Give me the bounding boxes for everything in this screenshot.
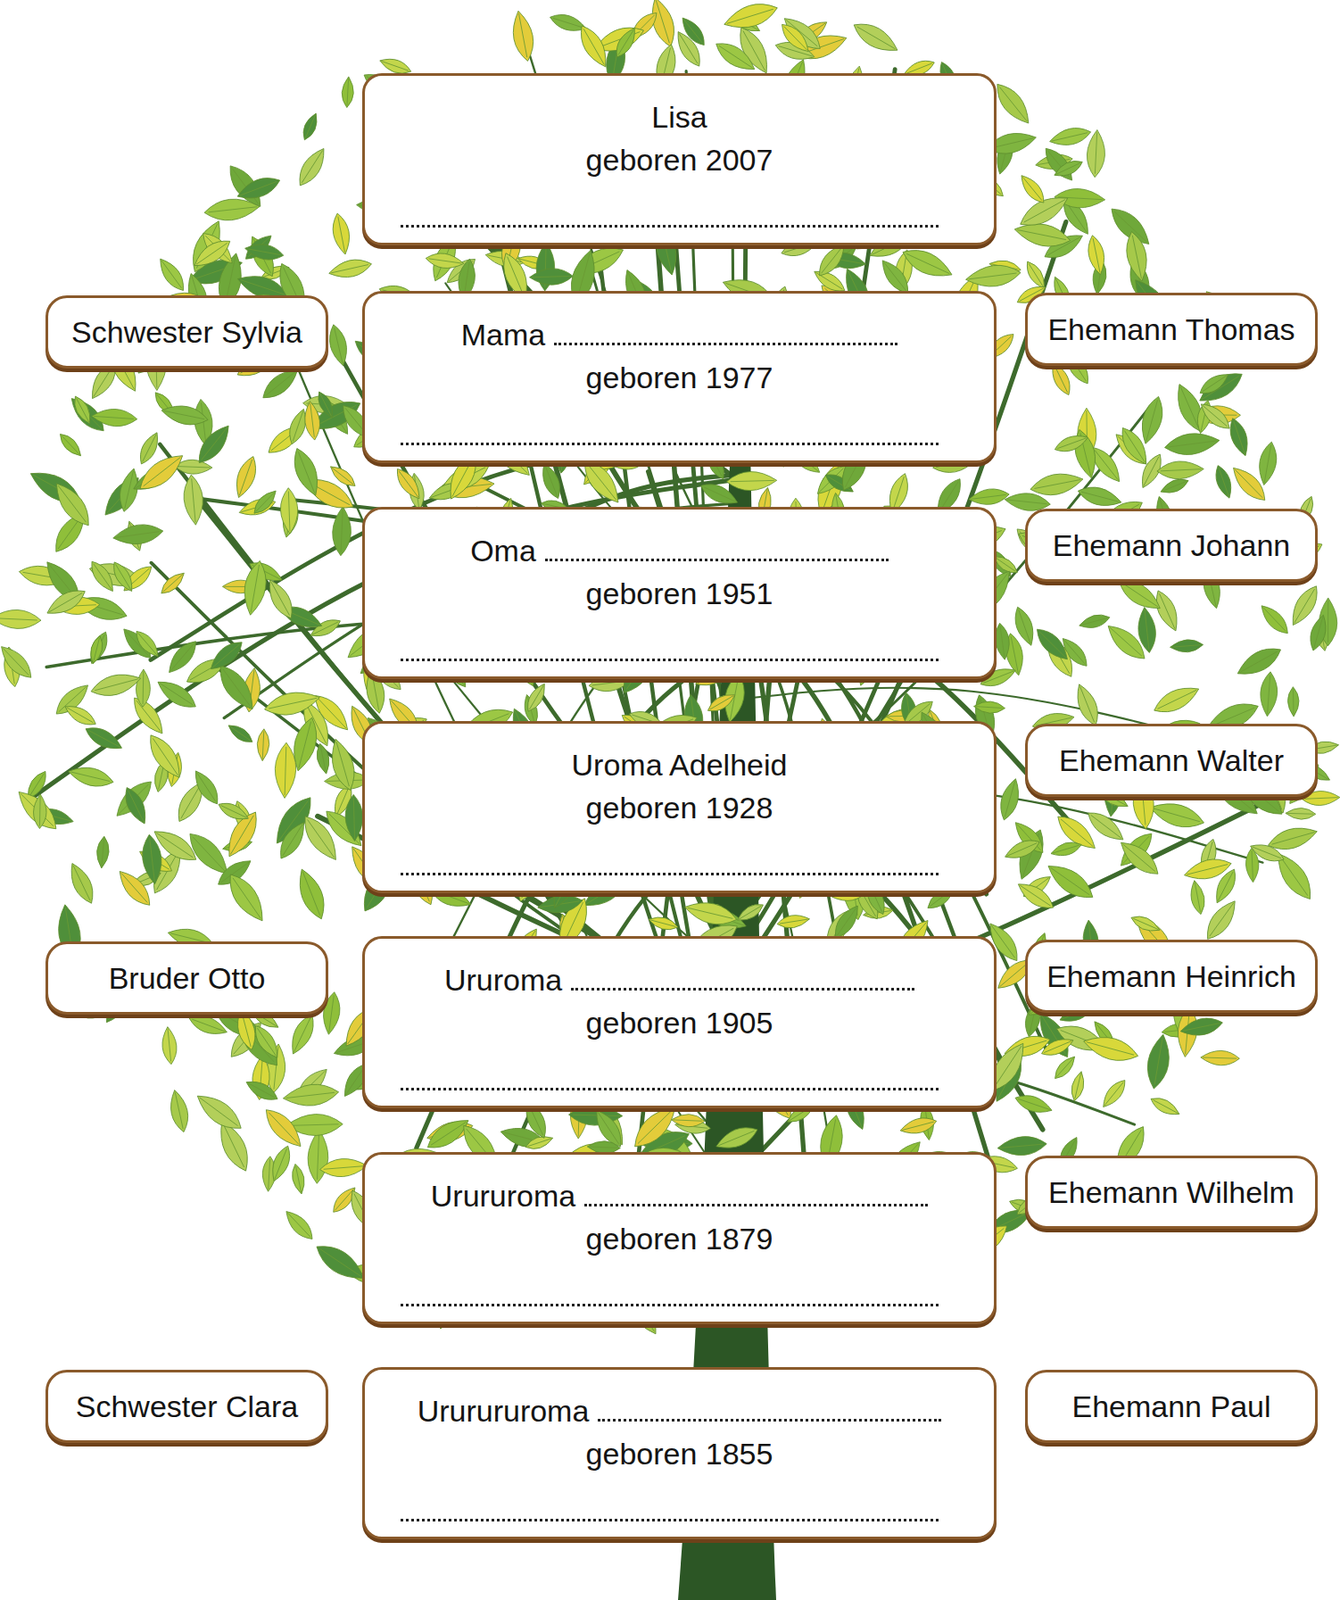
- leaf: [1075, 482, 1124, 511]
- leaf: [996, 1133, 1048, 1158]
- leaf: [1071, 680, 1104, 728]
- leaf: [299, 111, 322, 143]
- leaf: [1148, 1092, 1183, 1119]
- leaf: [849, 16, 902, 59]
- leaf: [1068, 1069, 1087, 1102]
- leaf: [292, 865, 331, 923]
- leaf: [65, 859, 100, 907]
- leaf: [289, 1162, 308, 1195]
- leaf: [1098, 1075, 1130, 1111]
- leaf: [1163, 430, 1221, 458]
- leaf: [1077, 611, 1111, 631]
- leaf: [508, 8, 538, 63]
- leaf: [166, 1088, 192, 1134]
- leaf: [1050, 1052, 1079, 1083]
- leaf: [0, 608, 42, 630]
- leaf: [325, 322, 351, 368]
- leaf: [990, 78, 1036, 130]
- leaf: [273, 742, 297, 799]
- leaf: [1256, 440, 1281, 488]
- leaf: [1136, 394, 1167, 447]
- leaf: [529, 267, 573, 286]
- leaf: [1028, 469, 1085, 500]
- leaf: [306, 1128, 330, 1183]
- leaf: [154, 254, 190, 295]
- leaf: [135, 429, 164, 467]
- leaf: [88, 669, 143, 702]
- leaf: [1200, 1050, 1241, 1067]
- leaf: [330, 211, 354, 256]
- leaf: [1188, 878, 1208, 916]
- leaf: [95, 835, 110, 869]
- leaf: [1150, 587, 1184, 634]
- leaf: [293, 144, 331, 191]
- leaf: [1258, 670, 1279, 717]
- leaf: [281, 1206, 318, 1244]
- leaf: [225, 720, 257, 746]
- leaf-vein: [1328, 600, 1329, 643]
- leaf: [127, 692, 169, 739]
- leaf: [1085, 129, 1107, 178]
- leaf: [1149, 680, 1203, 720]
- leaf: [280, 487, 299, 534]
- leaf: [1200, 895, 1243, 944]
- leaf: [111, 521, 165, 548]
- leaf: [1156, 460, 1204, 480]
- leaf: [1232, 641, 1285, 682]
- leaf: [1211, 463, 1235, 500]
- leaf: [1147, 796, 1208, 833]
- leaf: [285, 1010, 320, 1058]
- leaf: [257, 363, 303, 405]
- leaf: [1256, 600, 1293, 638]
- leaf: [1048, 124, 1093, 149]
- leaf: [1143, 1032, 1174, 1091]
